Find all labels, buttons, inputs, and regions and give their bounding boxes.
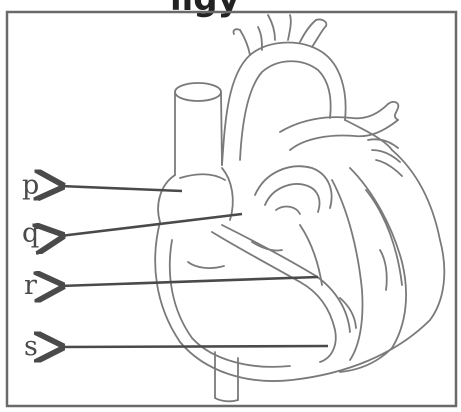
heart-outline [155, 15, 444, 401]
label-r: r [24, 272, 37, 299]
label-q: q [22, 220, 39, 247]
ventricle-walls [170, 168, 406, 372]
arrow-s [60, 346, 328, 347]
label-p: p [22, 172, 39, 199]
label-s: s [24, 333, 38, 360]
pointer-lines [60, 186, 328, 347]
heart-wall-outer [155, 120, 444, 381]
left-atrium [255, 166, 332, 214]
arrow-r [60, 277, 318, 286]
aorta [222, 15, 346, 165]
pulmonary-vessels [280, 102, 402, 176]
superior-vena-cava [175, 83, 222, 175]
right-atrium [158, 168, 233, 222]
